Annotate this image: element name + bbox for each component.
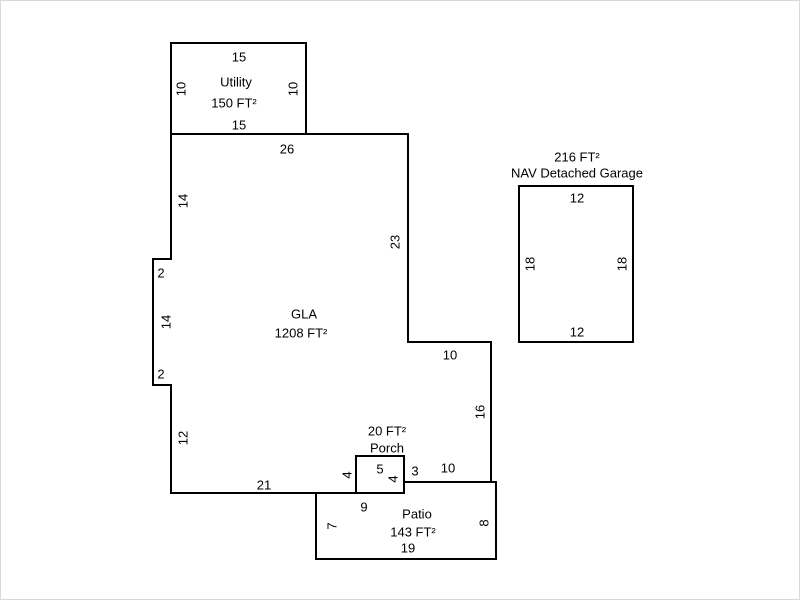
porch-right-height-label: 4: [386, 475, 401, 482]
garage-top-width-label: 12: [570, 191, 584, 206]
patio-name-label: Patio: [402, 507, 432, 522]
garage-right-height-label: 18: [615, 257, 630, 271]
gla-upper-jog-width-label: 2: [157, 266, 164, 281]
gla-outline: [152, 133, 492, 494]
patio-area-label: 143 FT²: [390, 525, 436, 540]
gla-step-width-label: 10: [443, 348, 457, 363]
gla-area-label: 1208 FT²: [275, 326, 328, 341]
patio-right-height-label: 8: [477, 519, 492, 526]
garage-left-height-label: 18: [523, 257, 538, 271]
patio-outline: [315, 481, 497, 560]
gla-left-middle-height-label: 14: [159, 315, 174, 329]
garage-outline: [518, 185, 634, 343]
utility-name-label: Utility: [220, 75, 252, 90]
utility-top-width-label: 15: [232, 50, 246, 65]
gla-name-label: GLA: [291, 307, 317, 322]
utility-area-label: 150 FT²: [211, 96, 257, 111]
porch-area-label: 20 FT²: [368, 424, 407, 439]
gla-porch-jog-height-label: 3: [411, 464, 418, 479]
porch-name-label: Porch: [370, 441, 404, 456]
gla-bottom-right-width-label: 10: [441, 461, 455, 476]
porch-left-height-label: 4: [340, 471, 355, 478]
garage-area-label: 216 FT²: [554, 150, 600, 165]
gla-left-lower-height-label: 12: [176, 431, 191, 445]
utility-bottom-width-label: 15: [232, 118, 246, 133]
patio-bottom-width-label: 19: [401, 541, 415, 556]
garage-name-label: NAV Detached Garage: [511, 166, 643, 181]
gla-lower-jog-width-label: 2: [157, 367, 164, 382]
patio-left-height-label: 7: [325, 522, 340, 529]
gla-left-upper-height-label: 14: [176, 194, 191, 208]
patio-top-width-label: 9: [360, 500, 367, 515]
porch-top-width-label: 5: [376, 462, 383, 477]
gla-right-lower-height-label: 16: [473, 405, 488, 419]
gla-top-width-label: 26: [280, 142, 294, 157]
utility-right-height-label: 10: [286, 82, 301, 96]
utility-left-height-label: 10: [174, 82, 189, 96]
gla-right-upper-height-label: 23: [388, 235, 403, 249]
garage-bottom-width-label: 12: [570, 325, 584, 340]
gla-bottom-left-width-label: 21: [257, 478, 271, 493]
